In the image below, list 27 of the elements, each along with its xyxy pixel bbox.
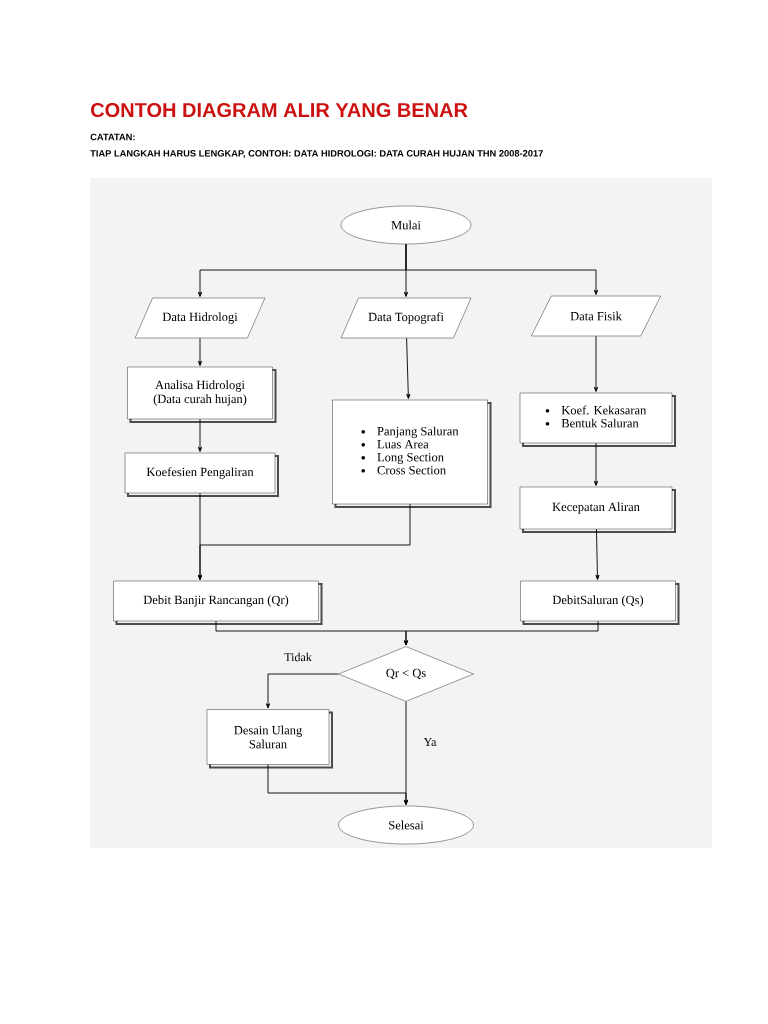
arrow [197, 418, 203, 452]
process-box: Desain Ulang Saluran [206, 709, 333, 769]
process-box: DebitSaluran (Qs) [520, 580, 680, 625]
arrow [197, 503, 411, 580]
input-parallelogram: Data Topografi [340, 297, 472, 339]
arrow [593, 335, 599, 392]
process-box: Analisa Hidrologi (Data curah hujan) [127, 366, 277, 423]
edge-label: Tidak [284, 652, 312, 662]
arrow [406, 337, 411, 399]
arrow [405, 243, 599, 295]
arrow [593, 442, 599, 486]
arrow [265, 673, 339, 709]
title: CONTOH DIAGRAM ALIR YANG BENAR [91, 102, 468, 118]
note-text: TIAP LANGKAH HARUS LENGKAP, CONTOH: DATA HIDROLOGI: DATA CURAH HUJAN THN 2008-2017 [90, 150, 543, 158]
process-box: Kecepatan Aliran [519, 486, 676, 533]
edge-label: Ya [423, 738, 437, 746]
arrow [595, 528, 600, 580]
arrow [403, 620, 599, 646]
arrow [197, 337, 203, 366]
process-box: Koef. Kekasaran Bentuk Saluran [519, 392, 676, 447]
arrow [267, 764, 409, 805]
note-text: CATATAN: [90, 133, 135, 141]
process-box: Koefesien Pengaliran [124, 452, 279, 497]
process-box: Panjang Saluran Luas Area Long Section Cross Section [332, 399, 492, 508]
input-parallelogram: Data Fisik [531, 295, 661, 337]
input-parallelogram: Data Hidrologi [134, 297, 266, 339]
process-box: Debit Banjir Rancangan (Qr) [113, 580, 323, 625]
